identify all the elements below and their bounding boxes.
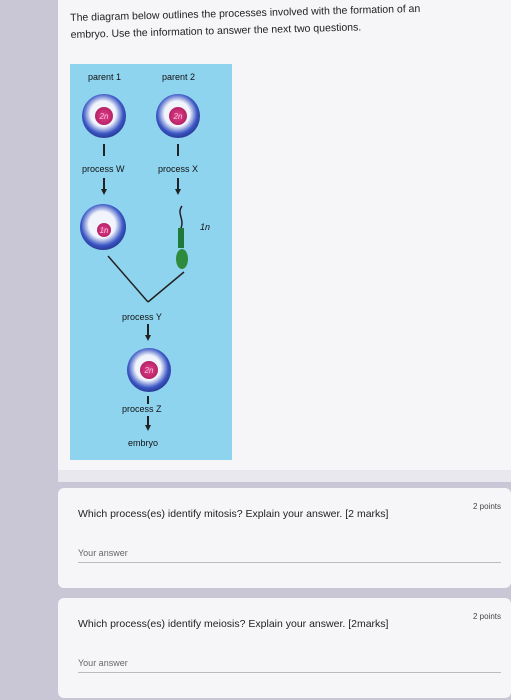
parent-2-label: parent 2 bbox=[162, 72, 196, 82]
process-x-label: process X bbox=[158, 164, 199, 174]
points-badge: 2 points bbox=[472, 612, 501, 621]
haploid-label: 1n bbox=[200, 222, 211, 232]
zygote-nucleus: 2n bbox=[140, 361, 158, 379]
embryo-label: embryo bbox=[128, 438, 159, 448]
connector-line bbox=[147, 396, 149, 404]
question-text: Which process(es) identify meiosis? Expl… bbox=[78, 618, 389, 630]
parent-1-cell: 2n bbox=[82, 94, 126, 138]
down-arrow-icon bbox=[145, 335, 151, 341]
question-card-meiosis: Which process(es) identify meiosis? Expl… bbox=[58, 598, 511, 698]
parent-2-nucleus: 2n bbox=[169, 107, 187, 125]
answer-underline bbox=[78, 562, 501, 563]
zygote-cell: 2n bbox=[127, 348, 171, 392]
parent-1-label: parent 1 bbox=[88, 72, 122, 82]
answer-input[interactable]: Your answer bbox=[78, 548, 128, 558]
down-arrow-icon bbox=[101, 189, 107, 195]
connector-line bbox=[103, 144, 105, 156]
connector-line bbox=[177, 178, 179, 190]
parent-2-cell: 2n bbox=[156, 94, 200, 138]
answer-underline bbox=[78, 672, 501, 673]
down-arrow-icon bbox=[145, 425, 151, 431]
process-y-label: process Y bbox=[122, 312, 162, 322]
process-z-label: process Z bbox=[122, 404, 162, 414]
connector-line bbox=[103, 178, 105, 190]
process-w-label: process W bbox=[82, 164, 125, 174]
points-badge: 2 points bbox=[472, 502, 501, 511]
embryo-formation-diagram: parent 1 parent 2 2n 2n process W proces… bbox=[70, 64, 232, 460]
question-card-mitosis: Which process(es) identify mitosis? Expl… bbox=[58, 488, 511, 588]
sperm-cell-icon bbox=[176, 205, 188, 269]
answer-input[interactable]: Your answer bbox=[78, 658, 128, 668]
egg-nucleus: 1n bbox=[97, 223, 111, 237]
question-text: Which process(es) identify mitosis? Expl… bbox=[78, 508, 389, 520]
fertilization-lines bbox=[107, 255, 185, 303]
connector-line bbox=[147, 324, 149, 336]
egg-cell: 1n bbox=[80, 204, 126, 250]
parent-1-nucleus: 2n bbox=[95, 107, 113, 125]
card-divider bbox=[58, 470, 511, 482]
connector-line bbox=[147, 416, 149, 426]
down-arrow-icon bbox=[175, 189, 181, 195]
connector-line bbox=[177, 144, 179, 156]
